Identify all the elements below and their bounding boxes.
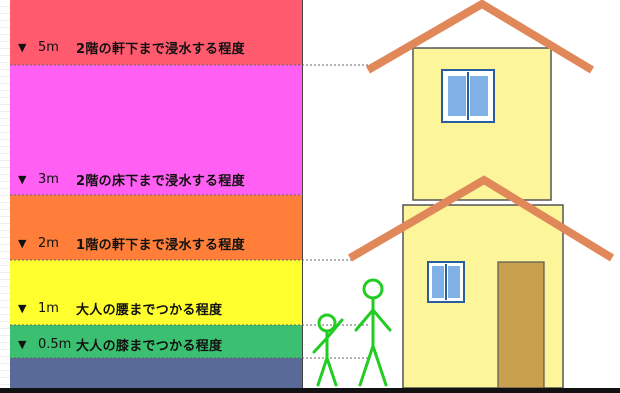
lower-window [427,261,465,303]
band-2m [10,195,302,260]
level-label-5m: ▼ 5m 2階の軒下まで浸水する程度 [18,36,245,58]
level-label-0-5m: ▼ 0.5m 大人の膝までつかる程度 [18,333,222,355]
depth-description: 2階の床下まで浸水する程度 [76,173,245,189]
depth-description: 2階の軒下まで浸水する程度 [76,41,245,57]
band-3m [10,65,302,195]
water-level-guides [10,64,370,359]
band-0-5m [10,325,302,358]
down-triangle-icon: ▼ [18,40,27,54]
down-triangle-icon: ▼ [18,301,27,315]
down-triangle-icon: ▼ [18,337,27,351]
down-triangle-icon: ▼ [18,236,27,250]
level-label-3m: ▼ 3m 2階の床下まで浸水する程度 [18,168,245,190]
depth-value: 3m [38,171,59,187]
adult-head [362,278,384,300]
child-head [317,313,337,333]
child-figure [312,313,344,387]
upper-window [441,69,495,123]
depth-value: 0.5m [38,336,72,352]
band-1m [10,260,302,325]
depth-value: 5m [38,39,59,55]
level-label-2m: ▼ 2m 1階の軒下まで浸水する程度 [18,232,245,254]
band-right-border [302,0,303,393]
depth-description: 大人の腰までつかる程度 [76,302,223,318]
lower-roof [347,175,615,262]
level-label-1m: ▼ 1m 大人の腰までつかる程度 [18,297,222,319]
upper-roof [365,0,595,74]
depth-description: 1階の軒下まで浸水する程度 [76,237,245,253]
down-triangle-icon: ▼ [18,172,27,186]
ground-line [0,388,620,393]
adult-figure [354,278,392,387]
depth-value: 2m [38,235,59,251]
band-5m [10,0,302,65]
band-base [10,358,302,390]
door [497,261,545,389]
depth-value: 1m [38,300,59,316]
depth-description: 大人の膝までつかる程度 [76,338,223,354]
